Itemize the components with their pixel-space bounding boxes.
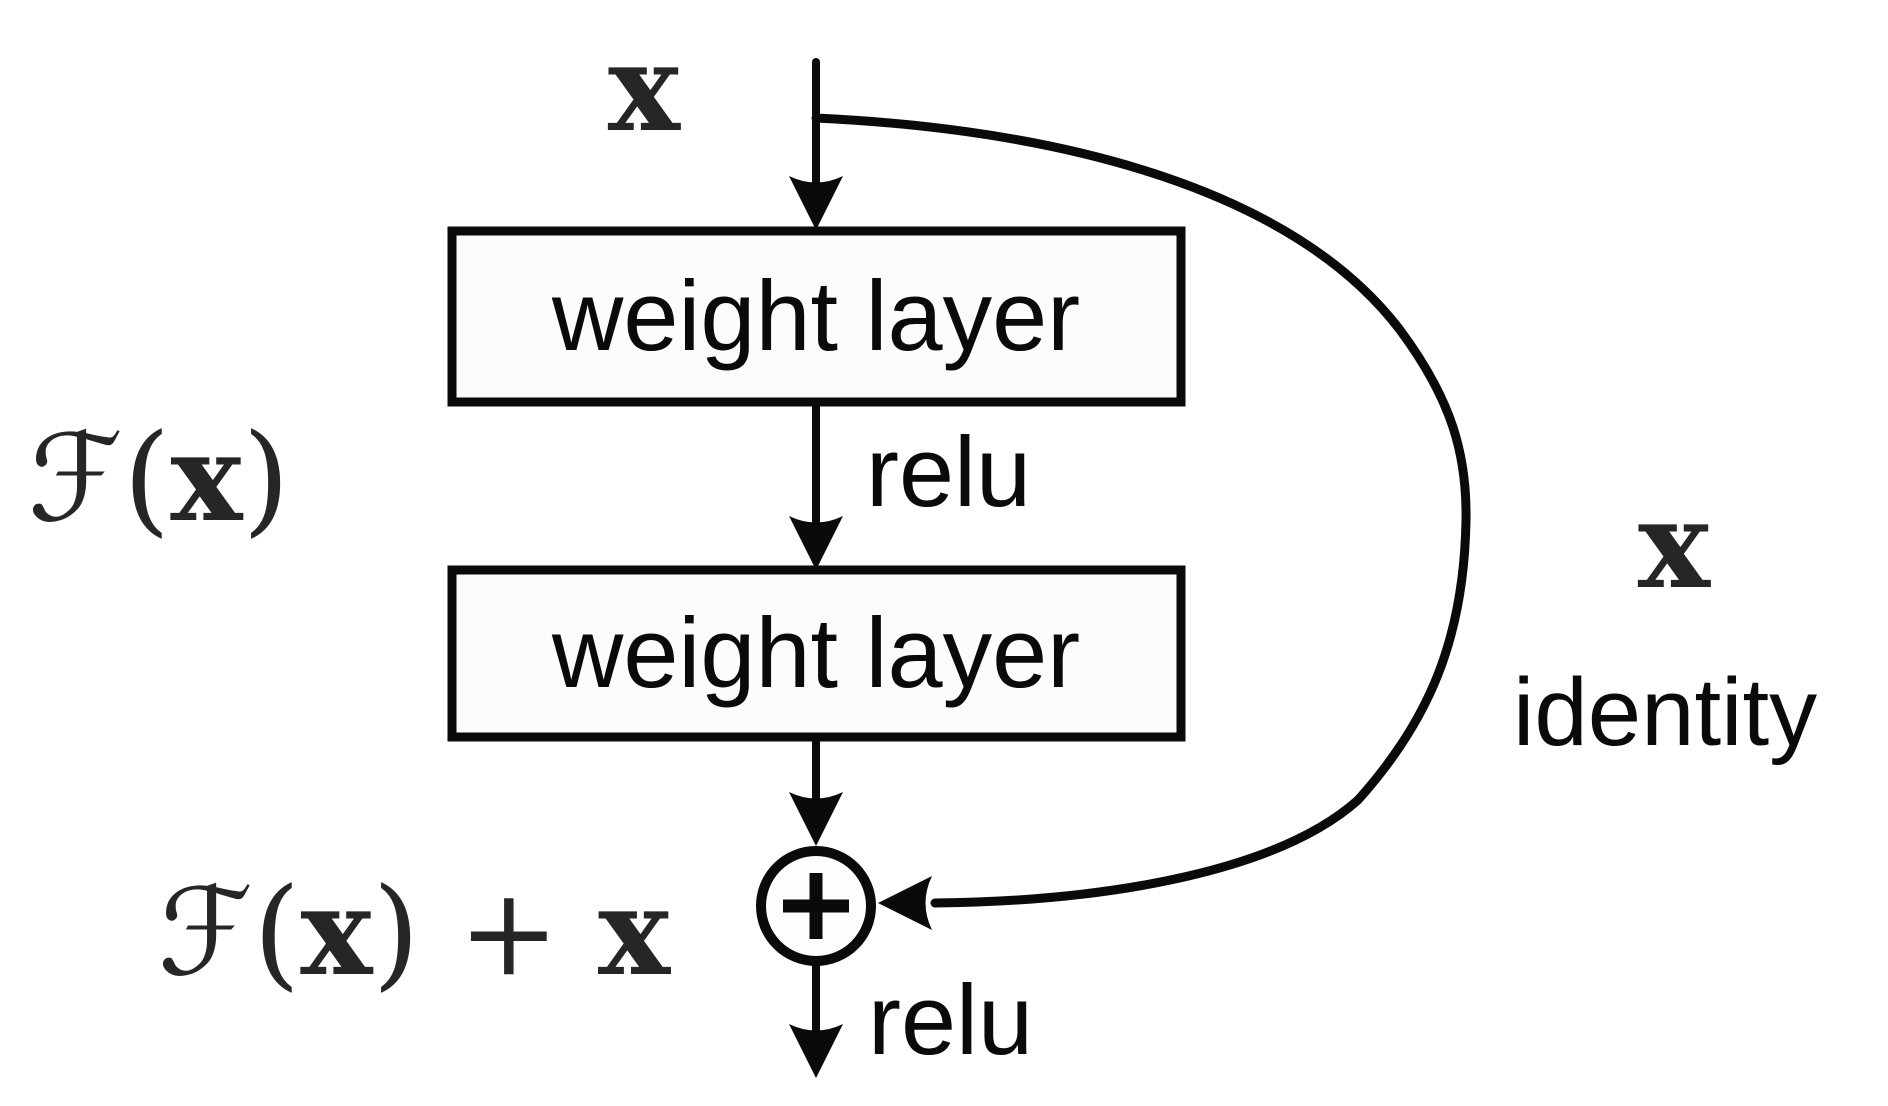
input-label-x: x (608, 16, 681, 159)
weight-layer-box-1 (447, 226, 1186, 407)
skip-connection-path (811, 113, 1471, 908)
skip-label-x: x (1638, 473, 1711, 616)
script-f-glyph: ℱ (28, 408, 123, 549)
arrowhead-icon (789, 1024, 843, 1078)
arrowhead-icon (789, 792, 843, 846)
arrowhead-icon (789, 516, 843, 570)
script-f-glyph: ℱ (158, 862, 253, 1003)
plus-circle-icon (756, 846, 876, 966)
arrowhead-icon (789, 176, 843, 230)
weight-layer-label-2: weight layer (551, 597, 1080, 708)
weight-layer-box-2 (447, 565, 1186, 742)
relu-label-out: relu (868, 964, 1033, 1075)
weight-layer-label-1: weight layer (551, 260, 1080, 371)
relu-label-mid: relu (866, 416, 1031, 527)
arrowhead-icon (878, 876, 932, 930)
residual-function-label: ℱ(x) (28, 406, 290, 549)
skip-sublabel-identity: identity (1513, 659, 1817, 766)
output-expression-label: ℱ(x) + x (158, 860, 671, 1003)
